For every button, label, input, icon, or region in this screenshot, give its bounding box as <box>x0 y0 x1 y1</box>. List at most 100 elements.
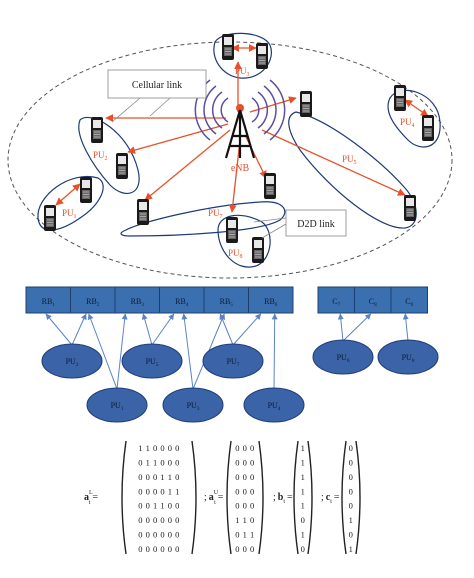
allocation-link <box>342 313 372 342</box>
user-node <box>377 339 439 375</box>
resource-block-label: RB2 <box>86 297 100 308</box>
user-node-label: PU4 <box>268 401 281 412</box>
user-node-label: PU2 <box>66 357 79 368</box>
matrix-row: 1 <box>301 530 306 540</box>
left-bracket <box>293 440 299 555</box>
right-bracket <box>355 440 361 555</box>
d2d-link-label: D2D link <box>297 219 335 230</box>
phone-icon <box>403 194 417 222</box>
phone-icon <box>43 204 57 232</box>
resource-block-label: RB1 <box>42 297 56 308</box>
d2d-loop-pu4 <box>387 89 441 148</box>
phone-icon <box>79 176 93 204</box>
user-node-label: PU8 <box>402 353 415 364</box>
matrix-row: 0 <box>301 544 306 554</box>
matrix-row: 0 <box>349 501 354 511</box>
matrix-row: 1 1 0 0 0 0 <box>138 443 180 453</box>
d2d-loop-pu8 <box>217 214 271 268</box>
user-label-pu8: PU8 <box>228 248 243 260</box>
d2d-link-pu1 <box>55 183 81 206</box>
d2d-link-callout: D2D link <box>253 209 347 239</box>
resource-block-label: RB5 <box>220 297 234 308</box>
d2d-loop-pu2 <box>78 116 140 194</box>
left-bracket <box>121 440 127 555</box>
matrix-a-lower: 1 1 0 0 0 0 0 1 1 0 0 0 0 0 0 1 1 0 0 0 0 0… <box>121 440 197 555</box>
matrix-row: 0 1 1 0 0 0 <box>138 457 180 467</box>
matrix-row: 0 0 0 <box>235 472 255 482</box>
matrix-row: 0 0 0 <box>235 501 255 511</box>
user-node-label: PU1 <box>111 401 124 412</box>
phone-icon <box>255 42 269 70</box>
cellular-link-callout: Cellular link <box>107 69 207 123</box>
matrix-row: 0 <box>349 530 354 540</box>
user-node-label: PU5 <box>146 357 159 368</box>
resource-block <box>203 286 249 314</box>
allocation-link <box>181 313 194 390</box>
matrix-row: 0 0 0 1 1 0 <box>138 472 180 482</box>
code-block <box>354 286 392 314</box>
user-label-pu3: PU3 <box>235 66 250 78</box>
matrix-row: 1 1 0 <box>235 515 255 525</box>
user-label-pu5: PU5 <box>342 154 357 166</box>
user-node-label: PU6 <box>337 353 350 364</box>
network-diagram: eNB PU3 PU4 PU2 PU5 PU1 PU7 PU8 <box>7 32 453 279</box>
lhs-b: ;bt= <box>273 492 293 505</box>
left-bracket <box>341 440 347 555</box>
matrix-row: 0 0 0 <box>235 486 255 496</box>
user-label-pu4: PU4 <box>400 117 415 129</box>
phone-icon <box>263 172 277 200</box>
allocation-link <box>71 313 87 346</box>
enb-label: eNB <box>231 163 250 174</box>
code-block <box>390 286 428 314</box>
right-bracket <box>258 440 264 555</box>
user-label-pu1: PU1 <box>62 208 77 220</box>
cellular-link-pu2b <box>127 123 229 154</box>
user-label-pu2: PU2 <box>93 150 108 162</box>
matrix-row: 1 <box>349 515 354 525</box>
matrix-row: 0 0 0 0 0 0 <box>138 544 180 554</box>
allocation-link <box>151 313 175 346</box>
user-node-label: PU3 <box>187 401 200 412</box>
allocation-link <box>232 313 262 346</box>
user-node-label: PU7 <box>227 357 240 368</box>
matrix-a-upper: 0 0 00 0 00 0 00 0 00 0 01 1 00 1 10 0 0 <box>226 440 264 555</box>
resource-block-label: RB3 <box>131 297 145 308</box>
d2d-link-pu4 <box>404 99 429 117</box>
user-node <box>121 343 183 379</box>
phone-icon <box>115 152 129 180</box>
code-block <box>317 286 355 314</box>
allocation-link <box>271 313 278 390</box>
phone-icon <box>225 216 239 244</box>
user-node <box>162 387 224 423</box>
allocation-link <box>402 313 409 342</box>
allocation-link <box>337 313 344 342</box>
resource-block <box>114 286 160 314</box>
cellular-link-pu5 <box>249 96 297 113</box>
user-label-pu7: PU7 <box>208 208 223 220</box>
enb-tower-icon <box>194 79 286 159</box>
matrix-row: 0 <box>349 472 354 482</box>
right-bracket <box>307 440 313 555</box>
allocation-link <box>116 313 128 390</box>
matrix-row: 1 <box>301 472 306 482</box>
phone-icon <box>90 116 104 144</box>
user-node <box>243 387 305 423</box>
phone-icon <box>421 114 435 142</box>
matrix-row: 0 1 1 <box>235 530 255 540</box>
d2d-loop-pu7 <box>120 201 286 237</box>
matrix-row: 0 0 0 <box>235 443 255 453</box>
user-node <box>312 339 374 375</box>
left-bracket <box>226 440 232 555</box>
resource-block-label: RB4 <box>175 297 189 308</box>
network-user-labels: PU3 PU4 PU2 PU5 PU1 PU7 PU8 <box>62 66 415 260</box>
matrix-row: 0 <box>349 443 354 453</box>
code-block-label: C8 <box>369 297 377 308</box>
resource-block <box>248 286 294 314</box>
user-node <box>41 343 103 379</box>
